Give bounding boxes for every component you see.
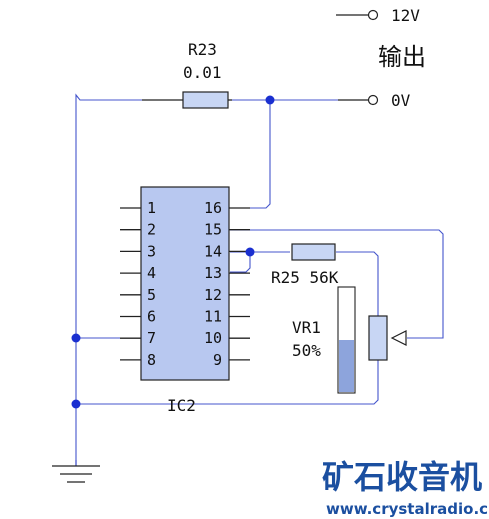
wire-bottom-rail [76,360,379,405]
wire-pin16 [230,100,271,209]
ic2-pin-label: 11 [204,308,222,326]
supply-terminal-icon [367,9,379,21]
ground-ref-label: 0V [391,91,411,110]
vr1-potentiometer-icon [368,315,388,361]
r25-resistor-icon [291,243,336,261]
ic2-pin-label: 10 [204,329,222,347]
vr1-wiper-arrow-icon [390,330,407,346]
ic2-right-pins: 16 15 14 13 12 11 10 9 [204,199,250,369]
r25-label: R25 56K [271,268,339,287]
ic2-pin-label: 2 [147,221,156,239]
vr1-slider [337,286,356,394]
ic2-pin-label: 5 [147,286,156,304]
ic2-pin-label: 3 [147,242,156,260]
ic2-pin-label: 1 [147,199,156,217]
junction-dot [265,95,275,105]
r23-name: R23 [188,40,217,59]
ic2-pin-label: 4 [147,264,156,282]
ground-terminal-0v: 0V [338,91,411,110]
ic2-pin-label: 14 [204,242,222,260]
vr1-position-label: 50% [292,341,321,360]
r23-value: 0.01 [183,63,222,82]
supply-label: 12V [391,6,420,25]
wire-pin13 [230,252,251,273]
ic2-pin-label: 15 [204,221,222,239]
supply-terminal-12v: 12V [336,6,420,25]
junction-dot [71,333,81,343]
ic2-pin-label: 6 [147,308,156,326]
watermark-logo: 矿石收音机 www.crystalradio.cn [322,458,489,518]
ic2-name: IC2 [167,396,196,415]
wire-r25-vr1 [336,251,379,316]
output-terminal-icon [367,94,379,106]
output-title: 输出 [378,43,426,71]
wires [75,93,444,460]
ic2-pin-label: 13 [204,264,222,282]
junction-dot [245,247,255,257]
watermark-url: www.crystalradio.cn [326,500,489,518]
ic2-pin-label: 7 [147,329,156,347]
wire-pin15 [230,229,444,339]
ic2-pin-label: 8 [147,351,156,369]
wire-top-left [75,93,142,101]
junctions [71,95,275,409]
ground-symbol-icon [52,460,100,483]
ic2-pin-label: 9 [213,351,222,369]
ic2-pin-label: 16 [204,199,222,217]
r23-resistor-icon [182,91,229,109]
ic2-left-pins: 1 2 3 4 5 6 7 8 [120,199,156,369]
ic2-pin-label: 12 [204,286,222,304]
vr1-name: VR1 [292,318,321,337]
watermark-title: 矿石收音机 [322,458,482,496]
junction-dot [71,399,81,409]
ic2-body [140,186,230,381]
vr1-slider-fill [339,340,354,392]
